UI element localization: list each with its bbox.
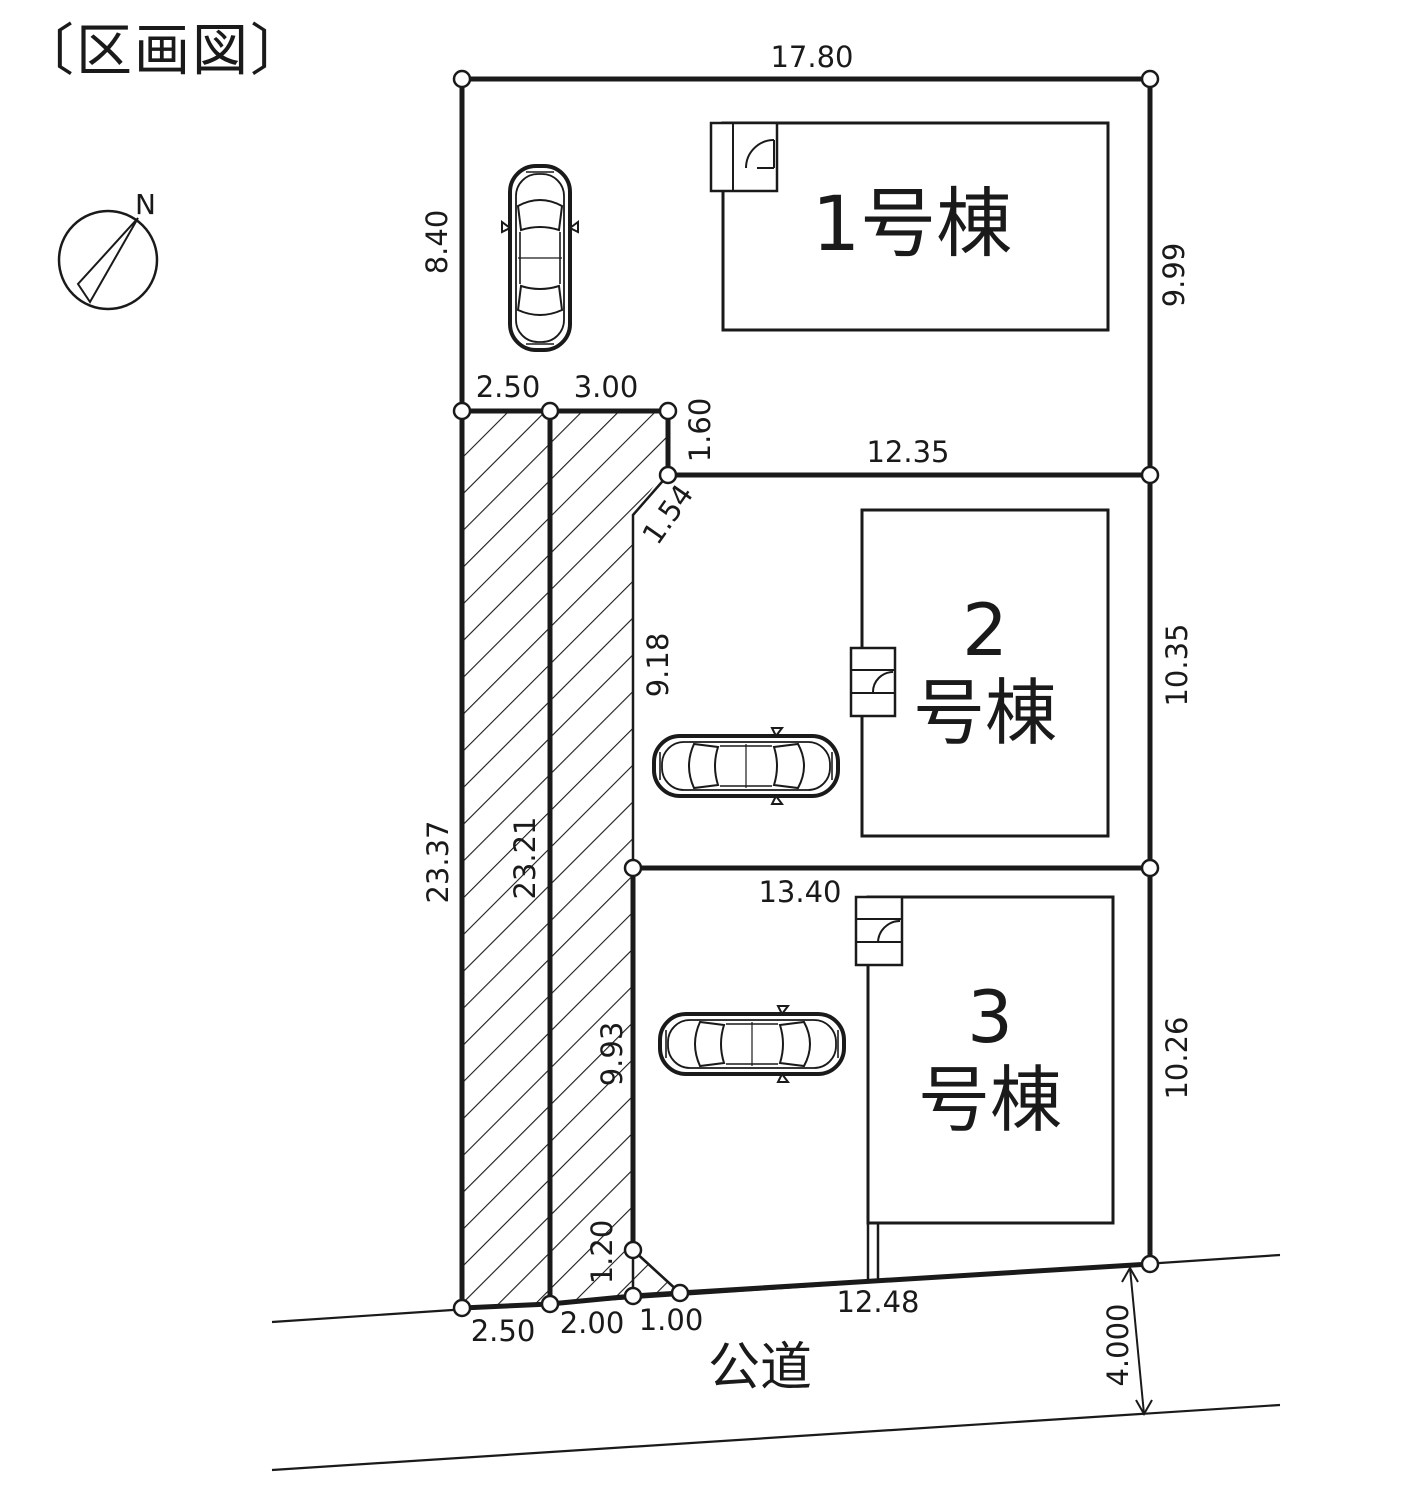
dim-top: 17.80	[770, 40, 853, 74]
building-3	[866, 895, 1115, 1225]
building-3-number: 3	[967, 975, 1013, 1059]
parking-car-icon	[500, 164, 580, 352]
dim-right-lot1: 9.99	[1157, 243, 1191, 308]
dim-left-upper: 8.40	[420, 210, 454, 275]
dim-lot2-lot3: 13.40	[758, 875, 841, 909]
dim-frontage: 12.48	[836, 1285, 919, 1319]
building-1-label: 1号棟	[812, 179, 1012, 268]
dim-inner-total: 23.21	[508, 816, 542, 899]
dim-right-lot3: 10.26	[1160, 1016, 1194, 1099]
parking-car-icon	[652, 726, 840, 806]
entrance-door-icon	[854, 895, 904, 967]
road-label: 公道	[708, 1338, 812, 1398]
dim-right-lot2: 10.35	[1160, 623, 1194, 706]
entrance-door-icon	[709, 121, 779, 193]
dim-lot1-lot2: 12.35	[866, 435, 949, 469]
dim-chamfer-lower: 1.20	[585, 1220, 619, 1285]
page-title: 〔区画図〕	[18, 19, 308, 84]
dim-lot2-left: 9.18	[641, 633, 675, 698]
dim-passage-b: 3.00	[574, 370, 639, 404]
dim-passage-a: 2.50	[476, 370, 541, 404]
dim-bottom-c: 1.00	[639, 1303, 704, 1337]
dim-bottom-a: 2.50	[471, 1314, 536, 1348]
road-width-line	[1129, 1267, 1145, 1415]
lot2-left-line	[631, 474, 669, 868]
building-2-number: 2	[962, 588, 1008, 672]
dim-left-total: 23.37	[421, 820, 455, 903]
road-edge-far	[271, 1403, 1281, 1472]
survey-points	[452, 69, 1160, 1318]
entrance-door-icon	[849, 646, 897, 718]
building-3-label: 号棟	[918, 1058, 1062, 1142]
dim-lot3-left: 9.93	[595, 1022, 629, 1087]
road-width-dimension: 4.000	[1101, 1303, 1135, 1386]
dim-step: 1.60	[683, 398, 717, 463]
north-label: N	[135, 188, 156, 221]
private-road-hatch-a	[462, 411, 550, 1308]
north-arrow-icon	[57, 209, 159, 311]
parking-car-icon	[658, 1004, 846, 1084]
building-1	[721, 121, 1110, 332]
dim-bottom-b: 2.00	[560, 1306, 625, 1340]
private-road-hatch-b	[550, 411, 668, 1304]
building-2-label: 号棟	[913, 671, 1057, 755]
